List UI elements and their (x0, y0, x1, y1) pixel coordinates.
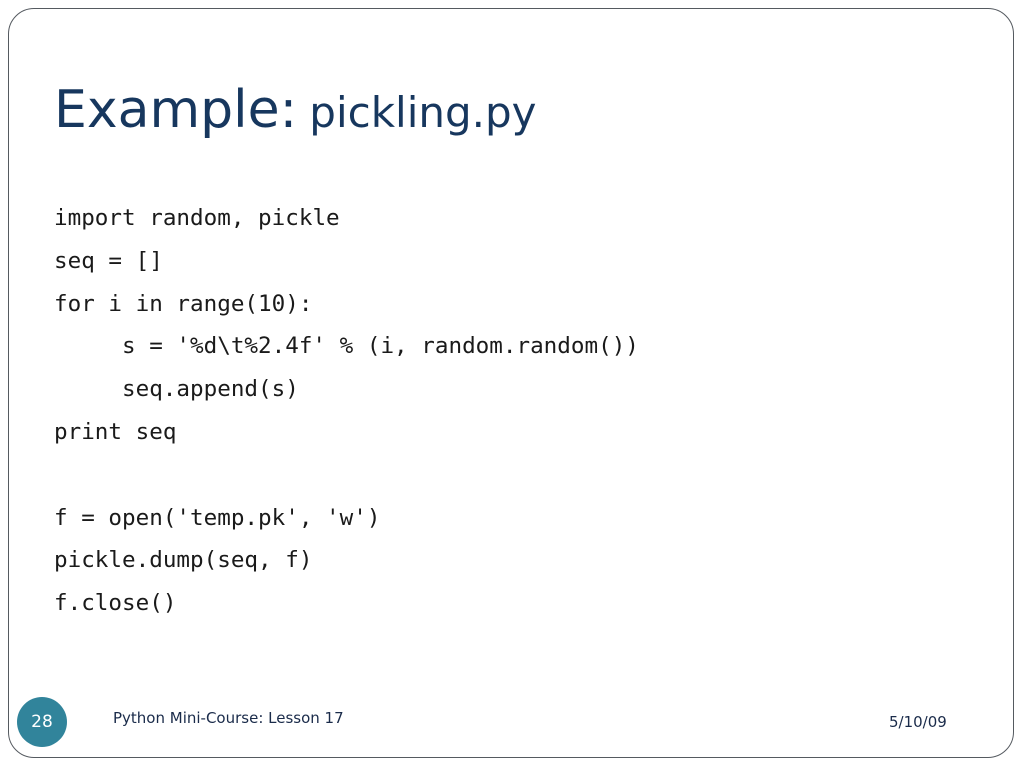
code-line: seq = [] (54, 247, 163, 274)
footer-course-title: Python Mini-Course: Lesson 17 (113, 709, 344, 727)
code-line: for i in range(10): (54, 290, 313, 317)
slide-title: Example: pickling.py (54, 84, 537, 136)
code-line: pickle.dump(seq, f) (54, 547, 313, 574)
code-block: import random, pickle seq = [] for i in … (54, 197, 639, 625)
title-prefix: Example: (54, 80, 298, 140)
code-line: import random, pickle (54, 205, 340, 231)
code-line: f.close() (54, 590, 177, 617)
code-line: f = open('temp.pk', 'w') (54, 504, 381, 531)
code-line-blank (54, 454, 639, 497)
code-line-indented: s = '%d\t%2.4f' % (i, random.random()) (122, 333, 639, 360)
slide-frame (8, 8, 1014, 758)
title-filename: pickling.py (309, 88, 537, 137)
code-line: print seq (54, 418, 177, 445)
footer-date: 5/10/09 (889, 713, 947, 731)
slide-number-badge: 28 (17, 697, 67, 747)
code-line-indented: seq.append(s) (122, 376, 299, 403)
